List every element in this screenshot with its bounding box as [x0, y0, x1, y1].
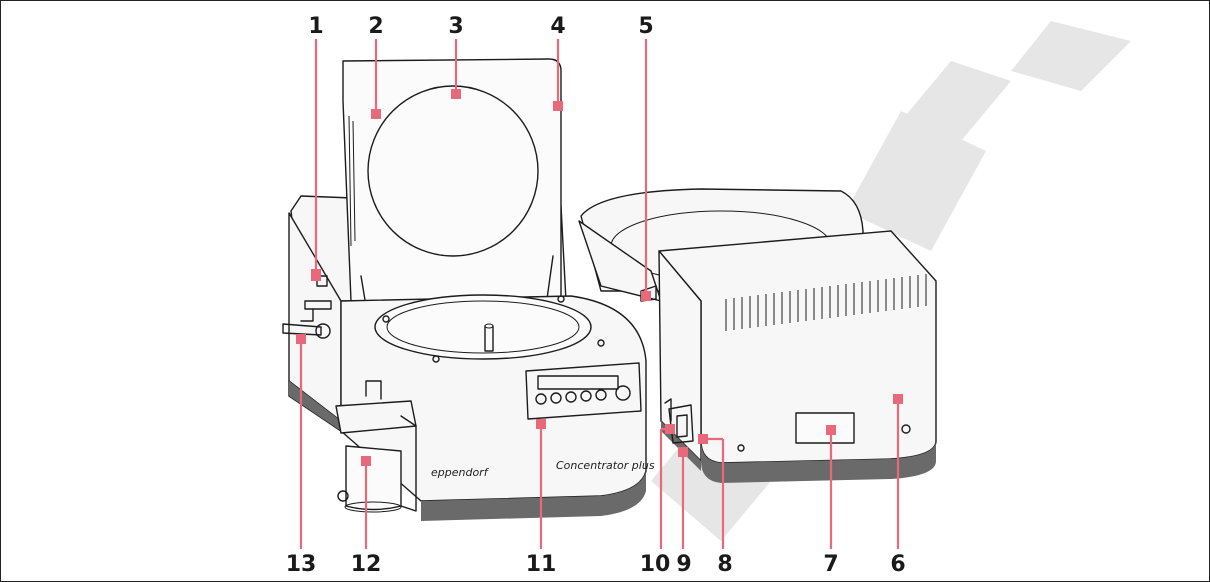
model-label: Concentrator plus — [556, 459, 655, 472]
callout-8: 8 — [717, 552, 732, 577]
callout-markers — [296, 89, 903, 466]
callout-7: 7 — [823, 552, 838, 577]
brand-label: eppendorf — [431, 466, 490, 479]
callout-3: 3 — [448, 14, 463, 39]
control-panel — [525, 362, 642, 420]
rotor-chamber — [374, 294, 592, 360]
nameplate — [795, 412, 855, 444]
callout-13: 13 — [286, 552, 317, 577]
callout-labels: 1 2 3 4 5 6 7 8 9 10 11 12 13 — [286, 14, 906, 577]
callout-4: 4 — [550, 14, 565, 39]
callout-11: 11 — [526, 552, 557, 577]
concentrator-front-unit: eppendorf Concentrator plus — [282, 58, 655, 521]
callout-12: 12 — [351, 552, 382, 577]
callout-1: 1 — [308, 14, 323, 39]
lid-window — [367, 85, 539, 257]
callout-5: 5 — [638, 14, 653, 39]
callout-leaders — [299, 39, 900, 549]
callout-9: 9 — [676, 552, 691, 577]
callout-10: 10 — [640, 552, 671, 577]
ventilation-slots — [725, 274, 927, 331]
callout-6: 6 — [890, 552, 905, 577]
concentrator-rear-unit — [578, 188, 937, 483]
callout-2: 2 — [368, 14, 383, 39]
display — [537, 375, 619, 390]
condensate-trap — [345, 445, 402, 511]
